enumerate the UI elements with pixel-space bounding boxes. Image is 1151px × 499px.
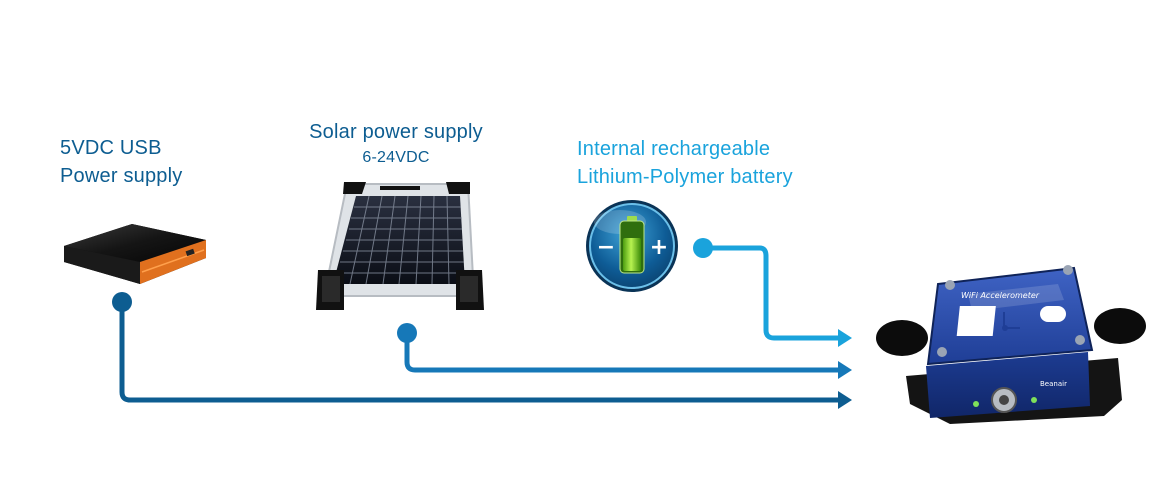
device-label: WiFi Accelerometer bbox=[961, 291, 1040, 300]
device-vendor-label: Beanair bbox=[1040, 380, 1067, 388]
solar-power-label-line1: Solar power supply bbox=[309, 121, 483, 143]
solar-power-label: Solar power supply 6-24VDC bbox=[296, 118, 496, 170]
battery-plus-sign: + bbox=[650, 235, 668, 260]
usb-power-label: 5VDC USB Power supply bbox=[60, 134, 182, 190]
solar-panel-icon bbox=[316, 182, 484, 310]
usb-power-label-line1: 5VDC USB bbox=[60, 137, 162, 159]
solar-connector-line bbox=[397, 323, 852, 379]
solar-power-label-line2: 6-24VDC bbox=[362, 149, 430, 166]
battery-label-line1: Internal rechargeable bbox=[577, 138, 771, 160]
battery-label-line2: Lithium-Polymer battery bbox=[577, 166, 793, 188]
battery-minus-sign: − bbox=[597, 235, 615, 260]
usb-power-label-line2: Power supply bbox=[60, 165, 183, 187]
wifi-accelerometer-device-icon: WiFi Accelerometer Beanair bbox=[876, 265, 1146, 424]
battery-icon: − + bbox=[586, 200, 678, 292]
battery-connector-line bbox=[693, 238, 852, 347]
power-bank-icon bbox=[64, 224, 206, 284]
usb-connector-line bbox=[112, 292, 852, 409]
battery-label: Internal rechargeable Lithium-Polymer ba… bbox=[577, 135, 793, 191]
